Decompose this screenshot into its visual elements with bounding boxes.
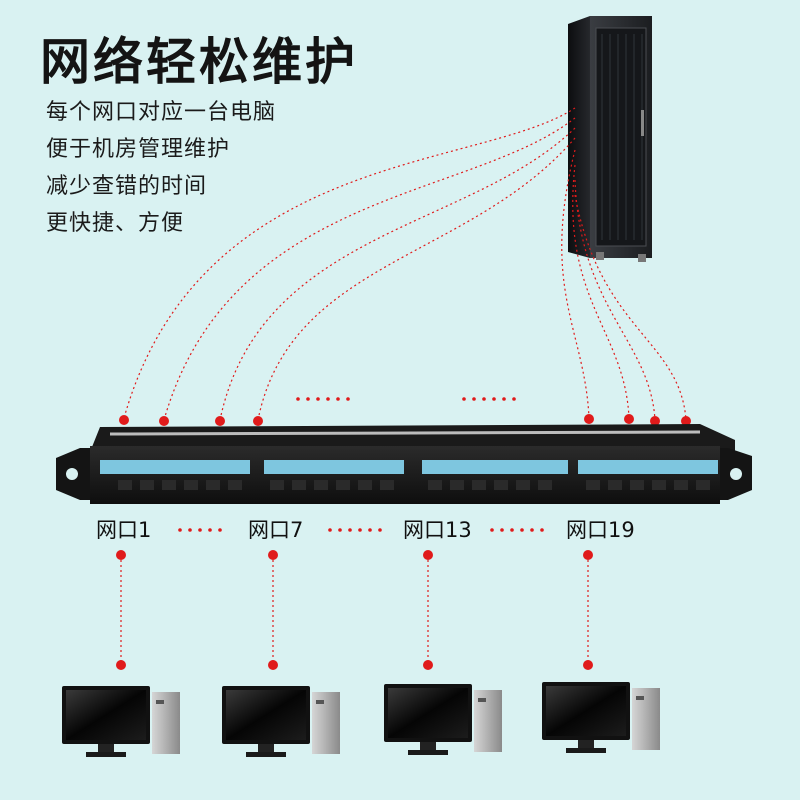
desktop-computer-icon — [62, 686, 180, 757]
patch-panel-icon — [56, 424, 752, 504]
ellipsis-dots — [296, 397, 516, 401]
port-connection-dots — [119, 414, 691, 426]
desktop-computer-icon — [384, 684, 502, 755]
port-label: 网口7 — [248, 518, 304, 542]
computer-link-lines — [120, 555, 589, 664]
feature-item: 便于机房管理维护 — [46, 137, 231, 162]
port-label: 网口1 — [96, 518, 152, 542]
desktop-computer-icon — [542, 682, 660, 753]
port-label: 网口19 — [566, 518, 635, 542]
desktop-computer-icon — [222, 686, 340, 757]
feature-item: 更快捷、方便 — [46, 211, 185, 236]
label-ellipsis-dots — [178, 528, 544, 532]
server-rack-icon — [568, 16, 652, 262]
rack-link-lines — [123, 107, 687, 421]
port-label: 网口13 — [403, 518, 472, 542]
headline: 网络轻松维护 — [40, 33, 358, 91]
feature-list: 每个网口对应一台电脑 便于机房管理维护 减少查错的时间 更快捷、方便 — [46, 94, 276, 242]
feature-item: 减少查错的时间 — [46, 174, 208, 199]
feature-item: 每个网口对应一台电脑 — [46, 100, 277, 125]
computer-link-dots — [116, 550, 593, 670]
